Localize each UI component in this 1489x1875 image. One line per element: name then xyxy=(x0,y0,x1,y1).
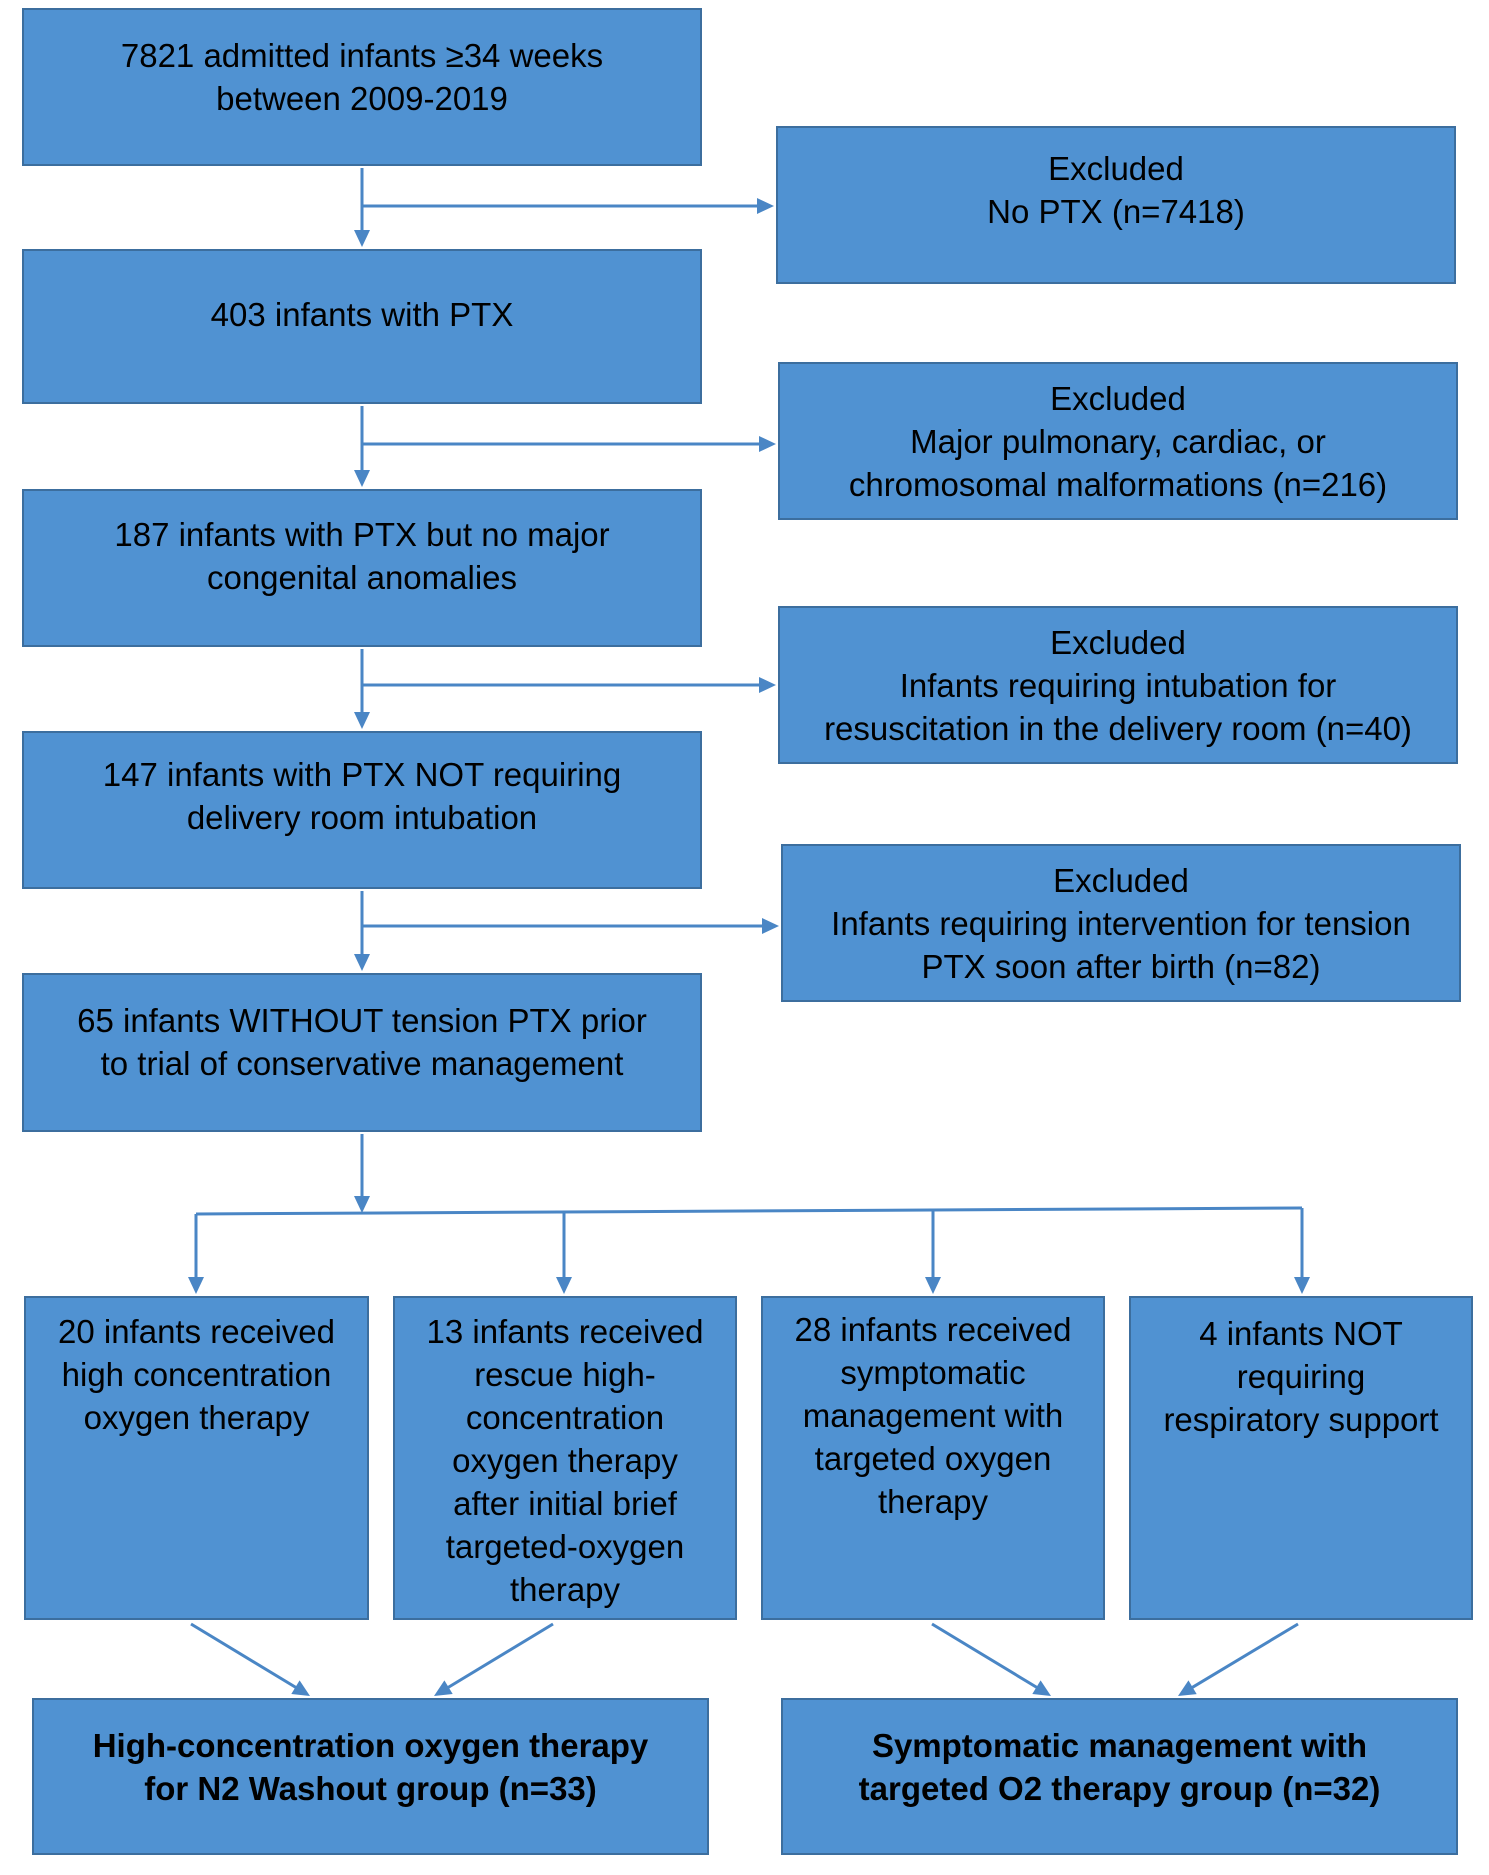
arrow-branch4-to-group2-head xyxy=(1178,1680,1197,1696)
branch-high-concentration-text: 20 infants received high concentration o… xyxy=(57,1313,335,1436)
branch-symptomatic-text: 28 infants received symptomatic manageme… xyxy=(794,1311,1072,1520)
box-group-targeted-o2: Symptomatic management with targeted O2 … xyxy=(781,1698,1458,1855)
branch-rescue-high-concentration-text: 13 infants received rescue high- concent… xyxy=(426,1313,704,1608)
box-admitted-infants-text: 7821 admitted infants ≥34 weeks between … xyxy=(120,37,604,117)
arrow-to-excluded-tension-ptx-head xyxy=(762,918,779,934)
box-group-n2-washout: High-concentration oxygen therapy for N2… xyxy=(32,1698,709,1855)
arrow-to-excluded-malformations-head xyxy=(759,436,776,452)
box-no-intubation-text: 147 infants with PTX NOT requiring deliv… xyxy=(102,756,622,836)
branch-no-support-text: 4 infants NOT requiring respiratory supp… xyxy=(1163,1315,1439,1438)
excluded-malformations-text: Major pulmonary, cardiac, or chromosomal… xyxy=(848,423,1388,503)
arrow-to-ptx-head xyxy=(354,230,370,247)
arrow-to-split-bar-head xyxy=(354,1196,370,1213)
split-bar xyxy=(195,1206,1303,1216)
excluded-intubation-text: Infants requiring intubation for resusci… xyxy=(824,667,1412,747)
box-excluded-intubation: Excluded Infants requiring intubation fo… xyxy=(778,606,1458,764)
box-branch-rescue-high-concentration: 13 infants received rescue high- concent… xyxy=(393,1296,737,1620)
arrow-branch2-to-group1-line xyxy=(445,1622,554,1691)
box-branch-symptomatic: 28 infants received symptomatic manageme… xyxy=(761,1296,1105,1620)
arrow-branch1-to-group1-line xyxy=(190,1622,299,1691)
box-branch-high-concentration: 20 infants received high concentration o… xyxy=(24,1296,369,1620)
box-branch-no-support: 4 infants NOT requiring respiratory supp… xyxy=(1129,1296,1473,1620)
arrow-to-branch-2-head xyxy=(556,1277,572,1294)
box-no-major-anomalies-text: 187 infants with PTX but no major congen… xyxy=(114,516,610,596)
arrow-to-branch-1-head xyxy=(188,1277,204,1294)
excluded-no-ptx-title: Excluded xyxy=(1048,150,1184,187)
group-n2-washout-text: High-concentration oxygen therapy for N2… xyxy=(92,1727,649,1807)
excluded-malformations-title: Excluded xyxy=(1050,380,1186,417)
excluded-no-ptx-text: No PTX (n=7418) xyxy=(987,193,1245,230)
arrow-to-no-intubation-head xyxy=(354,712,370,729)
box-no-tension-ptx: 65 infants WITHOUT tension PTX prior to … xyxy=(22,973,702,1132)
arrow-branch2-to-group1-head xyxy=(434,1680,453,1696)
arrow-to-branch-4-head xyxy=(1294,1277,1310,1294)
arrow-branch3-to-group2-line xyxy=(931,1622,1040,1691)
arrow-to-branch-3-head xyxy=(925,1277,941,1294)
box-excluded-tension-ptx: Excluded Infants requiring intervention … xyxy=(781,844,1461,1002)
group-targeted-o2-text: Symptomatic management with targeted O2 … xyxy=(858,1727,1381,1807)
box-admitted-infants: 7821 admitted infants ≥34 weeks between … xyxy=(22,8,702,166)
box-infants-with-ptx: 403 infants with PTX xyxy=(22,249,702,404)
arrow-to-excluded-no-ptx-head xyxy=(757,198,774,214)
arrow-branch1-to-group1-head xyxy=(291,1680,310,1696)
arrow-branch4-to-group2-line xyxy=(1189,1622,1299,1691)
box-no-intubation: 147 infants with PTX NOT requiring deliv… xyxy=(22,731,702,889)
arrow-to-excluded-intubation-head xyxy=(759,677,776,693)
excluded-intubation-title: Excluded xyxy=(1050,624,1186,661)
arrow-to-no-tension-head xyxy=(354,954,370,971)
arrow-branch3-to-group2-head xyxy=(1032,1680,1051,1696)
box-excluded-malformations: Excluded Major pulmonary, cardiac, or ch… xyxy=(778,362,1458,520)
arrow-to-no-anomalies-head xyxy=(354,470,370,487)
excluded-tension-ptx-title: Excluded xyxy=(1053,862,1189,899)
box-infants-with-ptx-text: 403 infants with PTX xyxy=(210,296,514,333)
box-no-major-anomalies: 187 infants with PTX but no major congen… xyxy=(22,489,702,647)
excluded-tension-ptx-text: Infants requiring intervention for tensi… xyxy=(831,905,1411,985)
box-excluded-no-ptx: Excluded No PTX (n=7418) xyxy=(776,126,1456,284)
box-no-tension-ptx-text: 65 infants WITHOUT tension PTX prior to … xyxy=(77,1002,647,1082)
